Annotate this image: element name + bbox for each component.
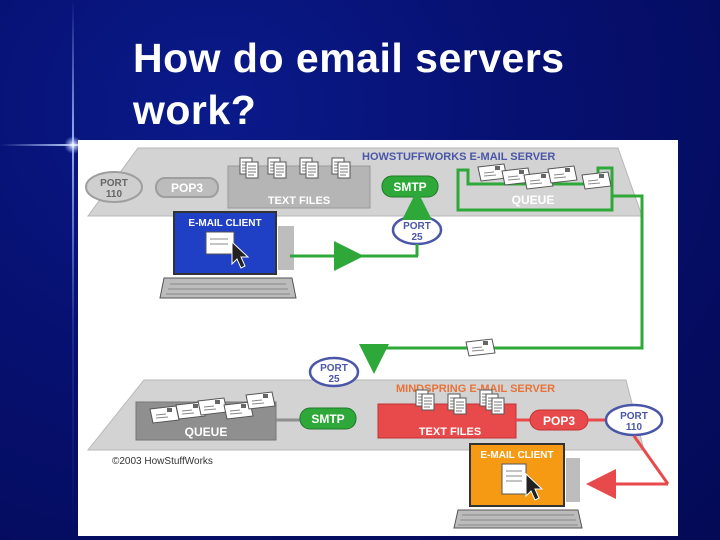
top-pop3 bbox=[155, 177, 219, 198]
top-keyboard bbox=[159, 277, 297, 299]
bottom-server-name: MINDSPRING E-MAIL SERVER bbox=[396, 383, 555, 395]
bottom-text-files: TEXT FILES bbox=[377, 389, 517, 439]
cursor-icon bbox=[231, 240, 250, 269]
bottom-smtp-label: SMTP bbox=[311, 412, 344, 426]
red-flow bbox=[586, 435, 670, 499]
email-diagram: HOWSTUFFWORKS E-MAIL SERVER PORT 110 POP… bbox=[78, 140, 678, 536]
slide-title-line2: work? bbox=[133, 87, 257, 133]
bottom-queue-label: QUEUE bbox=[185, 425, 228, 439]
top-port25: PORT 25 bbox=[391, 214, 443, 246]
copyright: ©2003 HowStuffWorks bbox=[112, 456, 213, 467]
in-transit-envelope bbox=[465, 338, 496, 357]
top-queue: QUEUE bbox=[456, 163, 614, 212]
decor-vertical-line bbox=[72, 0, 74, 540]
top-server-name: HOWSTUFFWORKS E-MAIL SERVER bbox=[362, 151, 555, 163]
bottom-pop3-label: POP3 bbox=[543, 414, 575, 428]
bottom-port25-label-1: PORT bbox=[320, 363, 348, 374]
top-port110-label-1: PORT bbox=[100, 178, 128, 189]
top-text-files-label: TEXT FILES bbox=[268, 195, 330, 207]
top-server: HOWSTUFFWORKS E-MAIL SERVER PORT 110 POP… bbox=[85, 147, 643, 217]
bottom-server: MINDSPRING E-MAIL SERVER PORT 25 QUEUE S… bbox=[86, 356, 664, 451]
bottom-client: E-MAIL CLIENT bbox=[453, 443, 583, 529]
bottom-keyboard bbox=[453, 509, 583, 529]
top-port25-label-2: 25 bbox=[411, 232, 423, 243]
bottom-text-files-label: TEXT FILES bbox=[419, 426, 481, 438]
bottom-port25-label-2: 25 bbox=[328, 374, 340, 385]
top-port110-oval bbox=[85, 171, 143, 203]
top-port25-label-1: PORT bbox=[403, 221, 431, 232]
cursor-icon bbox=[525, 472, 544, 501]
slide-title-line1: How do email servers bbox=[133, 35, 565, 81]
top-client-label: E-MAIL CLIENT bbox=[188, 218, 261, 229]
decor-glow bbox=[64, 136, 82, 154]
top-queue-label: QUEUE bbox=[512, 193, 555, 207]
top-smtp-label: SMTP bbox=[393, 180, 426, 194]
top-pop3-label: POP3 bbox=[171, 181, 203, 195]
bottom-smtp bbox=[299, 407, 357, 430]
bottom-client-label: E-MAIL CLIENT bbox=[480, 450, 553, 461]
slide-title: How do email servers work? bbox=[133, 32, 565, 136]
top-text-files: TEXT FILES bbox=[227, 157, 371, 209]
bottom-port110-label-2: 110 bbox=[626, 422, 643, 433]
top-port110-label-2: 110 bbox=[106, 189, 123, 200]
green-flow bbox=[290, 190, 644, 374]
bottom-port110-label-1: PORT bbox=[620, 411, 648, 422]
top-client: E-MAIL CLIENT bbox=[159, 211, 297, 299]
